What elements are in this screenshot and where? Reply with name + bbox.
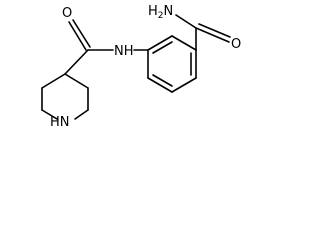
primary-amide xyxy=(175,14,231,51)
bond-c4-c3 xyxy=(41,73,66,89)
bond-ar1-ar2 xyxy=(147,35,173,51)
bond-c2-n1 xyxy=(41,109,58,120)
bond-carbonyl-double-a xyxy=(68,21,87,51)
structure-diagram: O NH H2N O HN xyxy=(41,4,241,130)
bond-aromatic-inner-3 xyxy=(152,74,173,87)
bond-carbonyl-nh2 xyxy=(175,14,197,29)
bond-ar5-ar6 xyxy=(147,77,173,93)
atom-label-hn-piperidine: HN xyxy=(50,115,70,130)
piperidine-ring xyxy=(41,73,89,120)
amide-linker xyxy=(64,19,149,75)
bond-c5-c4 xyxy=(64,73,89,89)
bond-carbonyl2-double-b xyxy=(198,23,231,38)
bond-ar2-ar3 xyxy=(171,35,197,51)
nh2-h: H xyxy=(148,4,158,19)
atom-label-o-primary: O xyxy=(231,37,241,52)
bond-carbonyl-double-b xyxy=(72,19,91,48)
atom-label-nh2: H2N xyxy=(148,4,173,21)
bond-ar4-ar5 xyxy=(171,77,197,93)
bond-c4-carbonyl xyxy=(64,49,89,75)
atom-label-nh: NH xyxy=(114,44,134,59)
bond-n1-c6 xyxy=(74,109,89,120)
nh2-n: N xyxy=(164,4,174,19)
atom-label-o-amide: O xyxy=(62,6,72,21)
nh2-subscript: 2 xyxy=(158,11,164,21)
benzene-ring xyxy=(147,35,197,93)
bond-carbonyl2-double-a xyxy=(195,27,230,43)
bond-aromatic-inner-1 xyxy=(152,41,173,54)
